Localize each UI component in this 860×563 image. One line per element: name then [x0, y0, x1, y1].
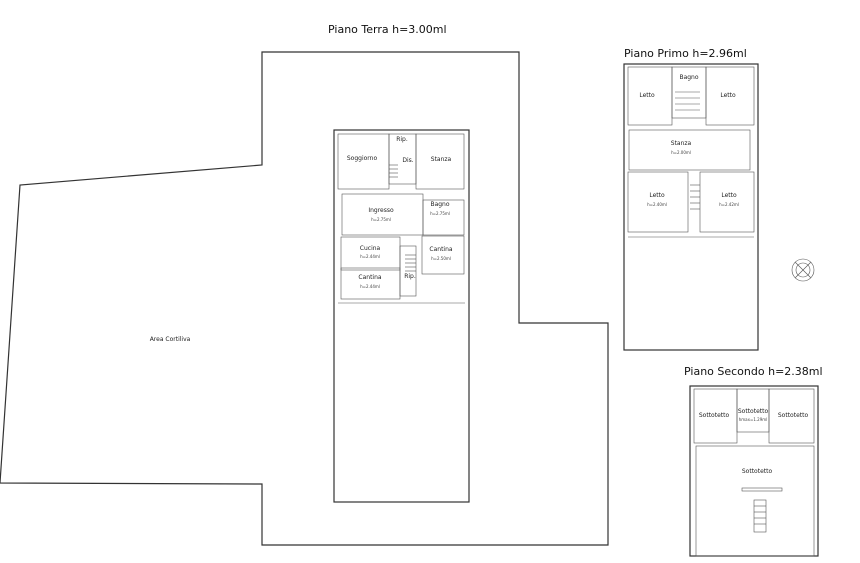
room-label: Dis.: [402, 157, 413, 164]
room-label: Bagno: [679, 74, 698, 81]
room-height: h=2.44ml: [360, 284, 380, 289]
room-label: Letto: [649, 192, 665, 199]
room-label: Soggiorno: [347, 155, 378, 162]
room-height: h=2.40ml: [647, 202, 667, 207]
room-height: h=2.75ml: [430, 211, 450, 216]
ground-floor-plan: Soggiorno Rip. Dis. Stanza Ingresso h=2.…: [333, 129, 470, 503]
first-floor-plan: Letto Bagno Letto Stanza h=2.00ml Letto …: [623, 63, 759, 351]
staircase-icon: [389, 164, 398, 178]
ground-floor-title: Piano Terra h=3.00ml: [328, 23, 447, 36]
room-label: Letto: [720, 92, 736, 99]
room-label: Bagno: [430, 201, 449, 208]
second-floor-plan: Sottotetto Sottotetto hmax=1.29ml Sottot…: [689, 385, 819, 557]
room-label: Cantina: [358, 274, 381, 281]
room-height: hmax=1.29ml: [739, 417, 768, 422]
room-label: Sottotetto: [738, 408, 769, 415]
room-height: h=2.42ml: [719, 202, 739, 207]
staircase-icon: [675, 91, 700, 111]
staircase-icon: [405, 254, 416, 272]
room-label: Cucina: [360, 245, 381, 252]
room-height: h=2.44ml: [360, 254, 380, 259]
room-label: Letto: [639, 92, 655, 99]
compass-icon: [791, 258, 815, 282]
room-label: Sottotetto: [699, 412, 730, 419]
staircase-icon: [753, 499, 767, 533]
room-height: h=2.50ml: [431, 256, 451, 261]
room-label: Sottotetto: [742, 468, 773, 475]
second-floor-title: Piano Secondo h=2.38ml: [684, 365, 823, 378]
room-label: Ingresso: [368, 207, 394, 214]
first-floor-title: Piano Primo h=2.96ml: [624, 47, 747, 60]
room-height: h=2.75ml: [371, 217, 391, 222]
courtyard-outline: [0, 51, 609, 546]
room-label: Stanza: [431, 156, 452, 163]
room-label: Rip.: [404, 273, 416, 280]
area-label: Area Cortiliva: [150, 336, 191, 343]
room-height: h=2.00ml: [671, 150, 691, 155]
room-label: Letto: [721, 192, 737, 199]
room-label: Cantina: [429, 246, 452, 253]
room-label: Rip.: [396, 136, 408, 143]
room-label: Stanza: [671, 140, 692, 147]
room-label: Sottotetto: [778, 412, 809, 419]
staircase-icon: [690, 184, 700, 210]
